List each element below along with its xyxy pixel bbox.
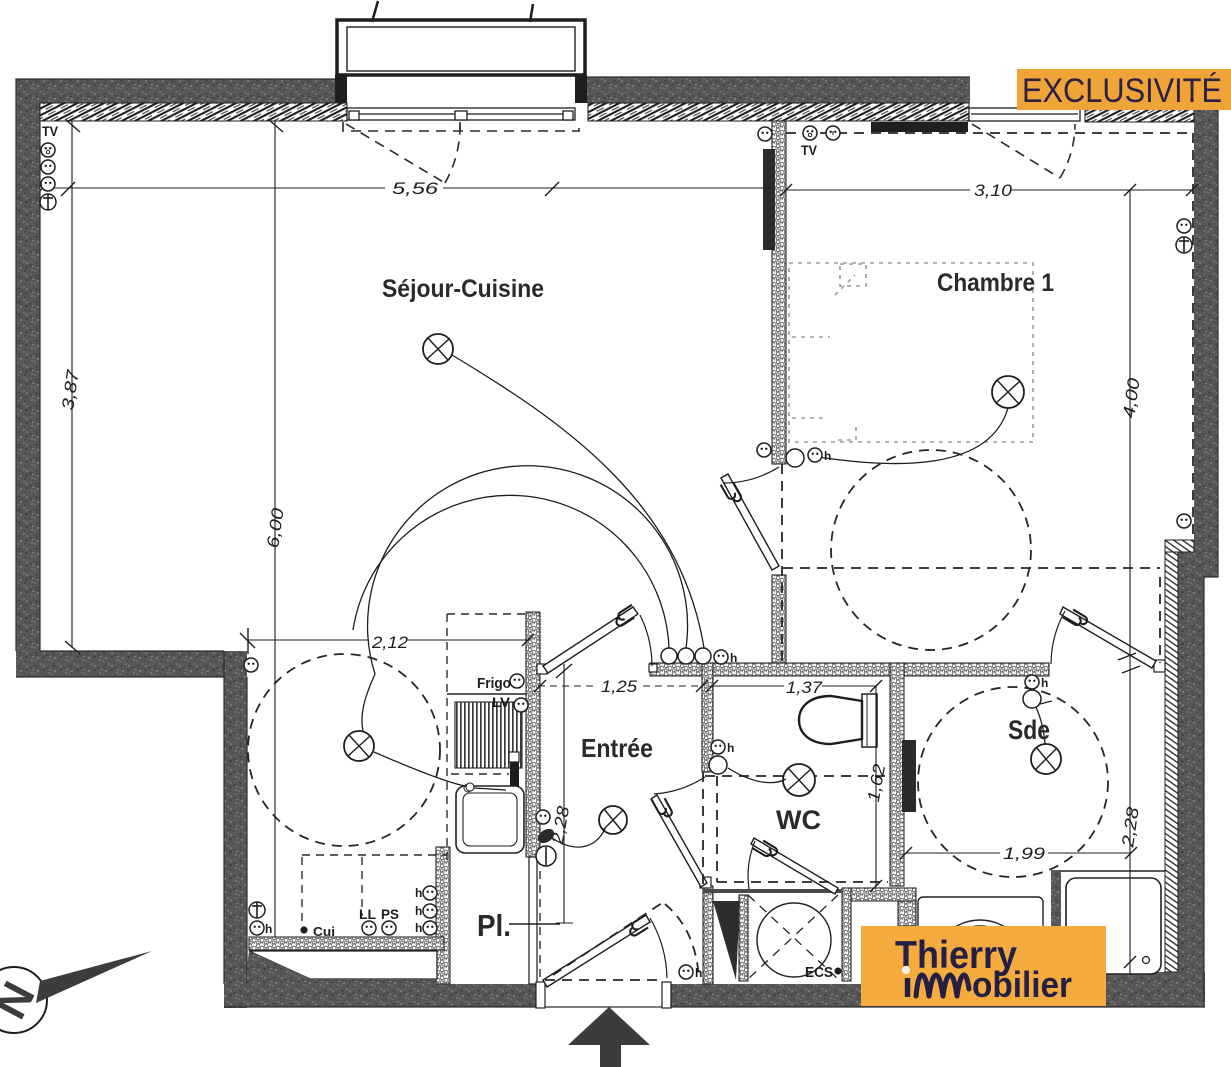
svg-text:h: h <box>415 886 422 900</box>
svg-text:Cui: Cui <box>313 924 335 939</box>
svg-text:1,37: 1,37 <box>786 678 823 697</box>
svg-text:Frigo: Frigo <box>477 675 511 692</box>
svg-text:Entrée: Entrée <box>581 733 653 763</box>
svg-text:2,12: 2,12 <box>371 633 409 652</box>
svg-text:h: h <box>727 741 734 755</box>
svg-text:Séjour-Cuisine: Séjour-Cuisine <box>382 275 544 303</box>
svg-text:h: h <box>1041 676 1048 690</box>
svg-text:ECS: ECS <box>805 964 833 981</box>
svg-text:1,99: 1,99 <box>1003 844 1046 863</box>
svg-text:Pl.: Pl. <box>477 908 511 943</box>
svg-text:TV: TV <box>42 123 59 139</box>
svg-text:3,10: 3,10 <box>974 181 1013 200</box>
svg-text:EXCLUSIVITÉ: EXCLUSIVITÉ <box>1022 72 1222 110</box>
svg-text:WC: WC <box>776 805 821 835</box>
svg-text:PS: PS <box>381 906 399 922</box>
svg-text:Chambre 1: Chambre 1 <box>937 269 1054 297</box>
svg-text:h: h <box>415 904 422 918</box>
svg-text:LL: LL <box>359 906 376 922</box>
svg-text:TV: TV <box>801 142 818 158</box>
svg-text:h: h <box>265 922 272 936</box>
svg-text:h: h <box>415 921 422 935</box>
svg-text:h: h <box>824 449 831 463</box>
svg-text:obilier: obilier <box>972 964 1072 1005</box>
svg-text:h: h <box>695 966 702 980</box>
svg-text:h: h <box>730 651 737 665</box>
svg-text:LV: LV <box>492 694 511 710</box>
svg-text:Thierry: Thierry <box>895 934 1017 977</box>
svg-text:5,56: 5,56 <box>392 179 439 198</box>
svg-text:1,25: 1,25 <box>601 677 638 696</box>
svg-text:ı: ı <box>902 964 913 1005</box>
svg-text:Sde: Sde <box>1008 715 1050 745</box>
